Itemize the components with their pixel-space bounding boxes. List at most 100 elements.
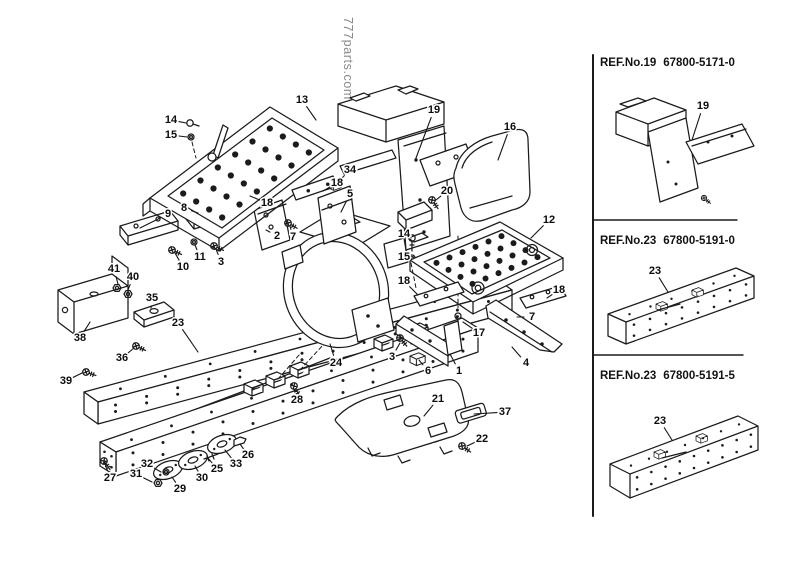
callout-33: 33 <box>230 458 242 470</box>
callout-40: 40 <box>127 271 139 283</box>
callout-5: 5 <box>347 188 353 200</box>
leader-line <box>511 346 522 358</box>
callout-32: 32 <box>141 458 153 470</box>
part-number: 67800-5171-0 <box>663 57 735 69</box>
callout-10: 10 <box>177 261 189 273</box>
leader-line <box>691 113 702 141</box>
leader-line <box>104 463 108 472</box>
ref-label: REF.No.23 <box>600 235 657 247</box>
part-14-15-bolts-left <box>186 119 200 159</box>
watermark: 777parts.com <box>341 17 355 100</box>
ref-label: REF.No.19 <box>600 57 657 69</box>
leader-line <box>408 236 412 239</box>
callout-15: 15 <box>165 129 177 141</box>
ref-panel-1-title: REF.No.19 67800-5171-0 <box>600 57 735 69</box>
part-13-plate <box>142 106 339 252</box>
leader-line <box>153 467 162 473</box>
callout-17: 17 <box>473 327 485 339</box>
callout-19: 19 <box>697 100 709 112</box>
leader-line <box>194 244 198 251</box>
leader-line <box>395 342 401 351</box>
part-39-bolt <box>81 367 98 380</box>
callout-2: 2 <box>274 230 280 242</box>
callout-13: 13 <box>296 94 308 106</box>
leader-line <box>407 257 413 260</box>
callout-14: 14 <box>165 114 178 126</box>
callout-15: 15 <box>398 251 410 263</box>
callout-3: 3 <box>389 351 395 363</box>
part-31-nut <box>153 478 163 488</box>
callout-4: 4 <box>523 357 530 369</box>
leader-line <box>415 116 432 159</box>
part-38-bracket <box>57 255 129 335</box>
leader-line <box>178 135 188 138</box>
ref-panel-3-title: REF.No.23 67800-5191-5 <box>600 370 735 382</box>
callout-11: 11 <box>194 251 206 263</box>
callout-30: 30 <box>196 472 208 484</box>
leader-line <box>462 321 473 330</box>
part-18-strap <box>413 281 465 307</box>
part-1-bracket <box>395 315 463 367</box>
leader-line <box>473 411 498 415</box>
leader-line <box>530 225 544 239</box>
ref-panel-3-thumbnail[interactable] <box>609 415 759 499</box>
callout-23: 23 <box>172 317 184 329</box>
leader-line <box>83 321 91 332</box>
callout-20: 20 <box>441 185 453 197</box>
part-26-pin <box>233 436 247 447</box>
callout-8: 8 <box>181 202 187 214</box>
leader-line <box>181 329 199 353</box>
callout-19: 19 <box>428 104 440 116</box>
part-number: 67800-5191-0 <box>663 235 735 247</box>
part-4-bracket <box>485 299 563 353</box>
leader-line <box>249 195 261 201</box>
callout-25: 25 <box>211 463 223 475</box>
callout-9: 9 <box>165 208 171 220</box>
part-14-15-bolts-right <box>397 201 433 289</box>
callout-27: 27 <box>104 472 116 484</box>
callout-35: 35 <box>146 292 158 304</box>
ref-panel-2-thumbnail[interactable] <box>607 267 755 345</box>
leader-line <box>435 195 442 201</box>
callout-22: 22 <box>476 433 488 445</box>
leader-line <box>265 229 271 233</box>
callout-34: 34 <box>344 164 357 176</box>
callout-36: 36 <box>116 352 128 364</box>
callout-29: 29 <box>174 483 186 495</box>
callout-3: 3 <box>218 256 224 268</box>
callout-18: 18 <box>553 284 565 296</box>
leader-line <box>207 457 213 464</box>
leader-line <box>293 388 296 393</box>
part-35-plate <box>133 301 175 328</box>
leader-line <box>224 449 232 459</box>
callout-18: 18 <box>398 275 410 287</box>
part-18-strap <box>291 175 338 201</box>
part-11-washer <box>190 238 198 246</box>
leader-line <box>340 200 347 213</box>
leader-line <box>190 210 199 214</box>
ref-label: REF.No.23 <box>600 370 657 382</box>
leader-line <box>336 175 345 184</box>
leader-line <box>663 427 673 441</box>
part-18-strap <box>519 285 567 309</box>
leader-line <box>658 277 669 293</box>
callout-26: 26 <box>242 449 254 461</box>
callout-39: 39 <box>60 375 72 387</box>
callout-6: 6 <box>425 365 431 377</box>
callout-28: 28 <box>291 394 303 406</box>
callout-23: 23 <box>649 265 661 277</box>
leader-line <box>409 286 419 296</box>
ref-panel-2-title: REF.No.23 67800-5191-0 <box>600 235 735 247</box>
part-22-bolt <box>456 440 474 456</box>
part-10-bolt <box>166 244 184 259</box>
part-number: 67800-5191-5 <box>663 370 735 382</box>
leader-line <box>466 441 476 447</box>
callout-21: 21 <box>432 393 444 405</box>
callout-37: 37 <box>499 406 511 418</box>
ref-panel-1-thumbnail[interactable] <box>615 97 755 206</box>
leader-line <box>497 133 508 161</box>
leader-line <box>174 252 180 261</box>
